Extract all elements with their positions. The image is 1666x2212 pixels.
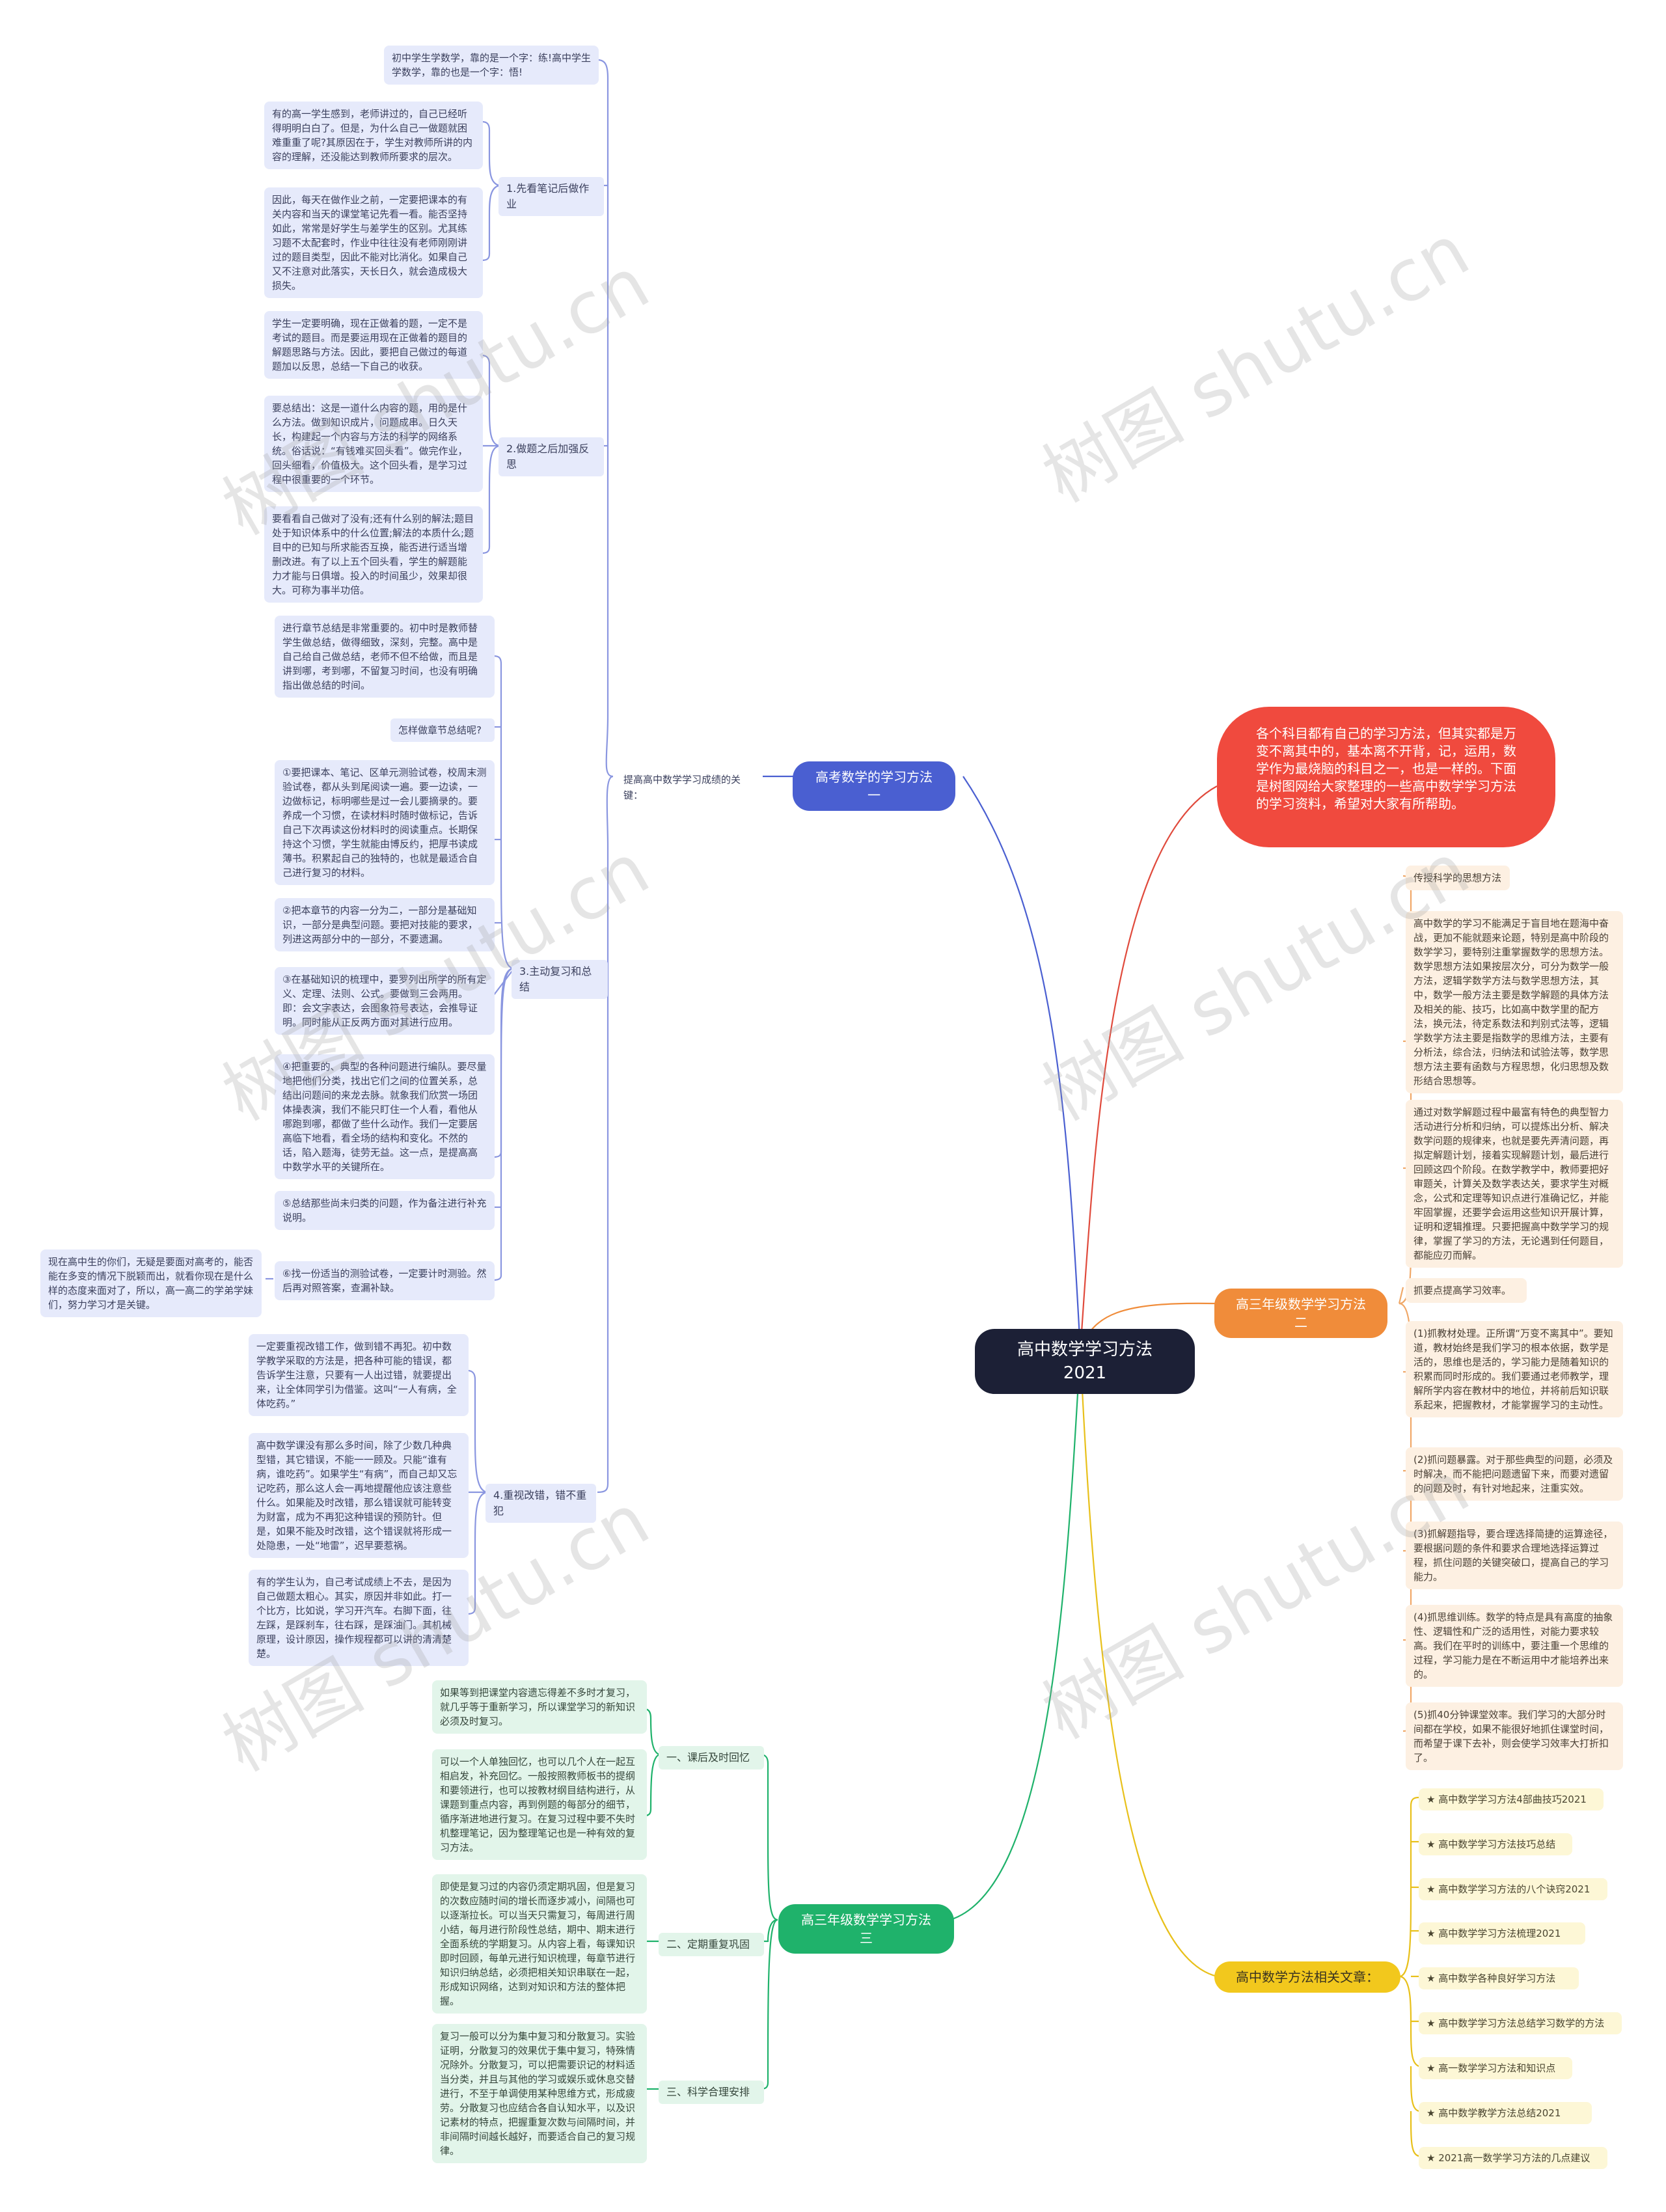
- intro-bubble[interactable]: 各个科目都有自己的学习方法，但其实都是万变不离其中的，基本离不开背，记，运用，数…: [1217, 707, 1555, 847]
- text-block[interactable]: 进行章节总结是非常重要的。初中时是教师替学生做总结，做得细致，深刻，完整。高中是…: [275, 616, 495, 698]
- branch-related-articles[interactable]: 高中数学方法相关文章：: [1214, 1961, 1400, 1993]
- text-block[interactable]: ①要把课本、笔记、区单元测验试卷，校周末测验试卷，都从头到尾阅读一遍。要一边读，…: [275, 760, 495, 885]
- text-block[interactable]: 即使是复习过的内容仍须定期巩固，但是复习的次数应随时间的增长而逐步减小，间隔也可…: [432, 1874, 647, 2014]
- text-block[interactable]: (1)抓教材处理。正所谓“万变不离其中”。要知道，教材始终是我们学习的根本依据，…: [1406, 1321, 1623, 1417]
- text-block[interactable]: 高中数学课没有那么多时间，除了少数几种典型错，其它错误，不能一一顾及。只能“谁有…: [249, 1433, 469, 1558]
- root-topic[interactable]: 高中数学学习方法2021: [975, 1329, 1195, 1394]
- section-review-and-summarize[interactable]: 3.主动复习和总结: [512, 960, 608, 999]
- related-article-link[interactable]: ★ 高中数学各种良好学习方法: [1419, 1967, 1579, 1989]
- text-block[interactable]: (3)抓解题指导，要合理选择简捷的运算途径，要根据问题的条件和要求合理地选择运算…: [1406, 1522, 1623, 1589]
- text-block[interactable]: 复习一般可以分为集中复习和分散复习。实验证明，分散复习的效果优于集中复习，特殊情…: [432, 2024, 647, 2163]
- text-block[interactable]: 如果等到把课堂内容遗忘得差不多时才复习，就几乎等于重新学习，所以课堂学习的新知识…: [432, 1680, 647, 1734]
- text-block[interactable]: 可以一个人单独回忆，也可以几个人在一起互相启发，补充回忆。一般按照教师板书的提纲…: [432, 1749, 647, 1860]
- text-block[interactable]: 有的学生认为，自己考试成绩上不去，是因为自己做题太粗心。其实，原因并非如此。打一…: [249, 1570, 469, 1666]
- related-article-link[interactable]: ★ 高中数学教学方法总结2021: [1419, 2102, 1592, 2124]
- text-block[interactable]: 因此，每天在做作业之前，一定要把课本的有关内容和当天的课堂笔记先看一看。能否坚持…: [264, 187, 483, 298]
- section-recall-after-class[interactable]: 一、课后及时回忆: [659, 1746, 764, 1769]
- section-fix-mistakes[interactable]: 4.重视改错，错不重犯: [485, 1484, 596, 1523]
- text-block[interactable]: 通过对数学解题过程中最富有特色的典型智力活动进行分析和归纳，可以提炼出分析、解决…: [1406, 1100, 1623, 1268]
- related-article-link[interactable]: ★ 高中数学学习方法技巧总结: [1419, 1833, 1572, 1855]
- branch-senior-three-methods-three[interactable]: 高三年级数学学习方法三: [778, 1904, 954, 1954]
- section-notes-before-homework[interactable]: 1.先看笔记后做作业: [498, 177, 604, 216]
- key-to-improve-label[interactable]: 提高高中数学学习成绩的关键：: [623, 774, 741, 801]
- related-article-link[interactable]: ★ 高中数学学习方法4部曲技巧2021: [1419, 1788, 1604, 1810]
- text-block[interactable]: 抓要点提高学习效率。: [1406, 1278, 1527, 1303]
- related-article-link[interactable]: ★ 高中数学学习方法的八个诀窍2021: [1419, 1878, 1607, 1900]
- text-block[interactable]: ③在基础知识的梳理中，要罗列出所学的所有定义、定理、法则、公式。要做到三会两用。…: [275, 967, 495, 1035]
- text-block[interactable]: ⑥找一份适当的测验试卷，一定要计时测验。然后再对照答案，查漏补缺。: [275, 1261, 495, 1300]
- text-block[interactable]: (4)抓思维训练。数学的特点是具有高度的抽象性、逻辑性和广泛的适用性，对能力要求…: [1406, 1605, 1623, 1687]
- text-block[interactable]: 传授科学的思想方法: [1406, 866, 1510, 890]
- text-block[interactable]: 有的高一学生感到，老师讲过的，自己已经听得明明白白了。但是，为什么自己一做题就困…: [264, 102, 483, 169]
- side-note-encouragement[interactable]: 现在高中生的你们，无疑是要面对高考的，能否能在多变的情况下脱颖而出，就看你现在是…: [40, 1249, 262, 1317]
- text-block[interactable]: ②把本章节的内容一分为二，一部分是基础知识，一部分是典型问题。要把对技能的要求，…: [275, 898, 495, 951]
- text-block[interactable]: (5)抓40分钟课堂效率。我们学习的大部分时间都在学校，如果不能很好地抓住课堂时…: [1406, 1702, 1623, 1770]
- related-article-link[interactable]: ★ 高中数学学习方法梳理2021: [1419, 1922, 1585, 1945]
- how-to-summarize-question[interactable]: 怎样做章节总结呢?: [390, 718, 495, 742]
- related-article-link[interactable]: ★ 高中数学学习方法总结学习数学的方法: [1419, 2012, 1622, 2034]
- section-reflect-after-problems[interactable]: 2.做题之后加强反思: [498, 437, 604, 476]
- related-article-link[interactable]: ★ 2021高一数学学习方法的几点建议: [1419, 2147, 1607, 2169]
- text-block[interactable]: 学生一定要明确，现在正做着的题，一定不是考试的题目。而是要运用现在正做着的题目的…: [264, 311, 483, 379]
- text-block[interactable]: (2)抓问题暴露。对于那些典型的问题，必须及时解决，而不能把问题遗留下来，而要对…: [1406, 1447, 1623, 1501]
- text-block[interactable]: 要看看自己做对了没有;还有什么别的解法;题目处于知识体系中的什么位置;解法的本质…: [264, 506, 483, 603]
- related-article-link[interactable]: ★ 高一数学学习方法和知识点: [1419, 2057, 1572, 2079]
- branch-senior-three-methods-two[interactable]: 高三年级数学学习方法二: [1214, 1289, 1387, 1338]
- section-regular-review[interactable]: 二、定期重复巩固: [659, 1933, 764, 1956]
- branch-gaokao-methods-one[interactable]: 高考数学的学习方法一: [793, 761, 955, 811]
- text-block[interactable]: 一定要重视改错工作，做到错不再犯。初中数学教学采取的方法是，把各种可能的错误，都…: [249, 1334, 469, 1416]
- top-note[interactable]: 初中学生学数学，靠的是一个字：练!高中学生学数学，靠的也是一个字：悟!: [384, 46, 599, 85]
- text-block[interactable]: 要总结出：这是一道什么内容的题，用的是什么方法。做到知识成片，问题成串。日久天长…: [264, 396, 483, 492]
- text-block[interactable]: ④把重要的、典型的各种问题进行编队。要尽量地把他们分类，找出它们之间的位置关系，…: [275, 1054, 495, 1179]
- text-block[interactable]: 高中数学的学习不能满足于盲目地在题海中奋战，更加不能就题来论题，特别是高中阶段的…: [1406, 911, 1623, 1093]
- text-block[interactable]: ⑤总结那些尚未归类的问题，作为备注进行补充说明。: [275, 1191, 495, 1230]
- section-scientific-arrangement[interactable]: 三、科学合理安排: [659, 2081, 764, 2104]
